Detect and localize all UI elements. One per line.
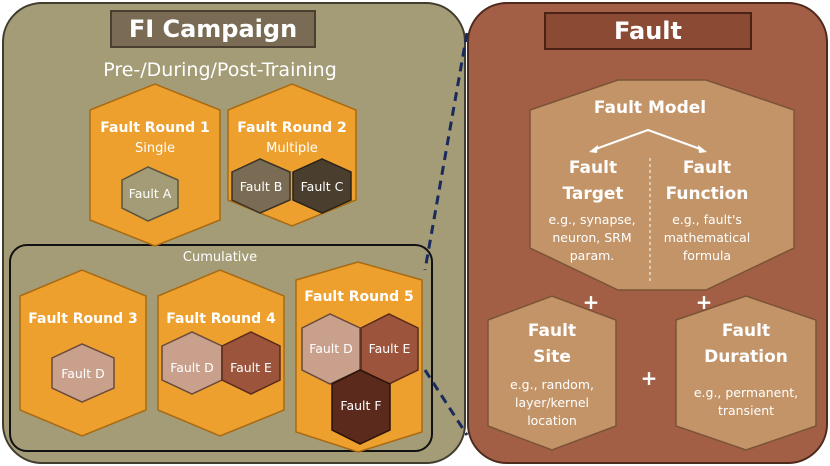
model-arrow: [592, 128, 704, 151]
fault-function-desc-3: formula: [682, 248, 732, 263]
fault-model-hex: [529, 79, 795, 291]
fault-site-desc-3: location: [527, 413, 577, 428]
fault-site-hex: [487, 295, 617, 451]
fault-duration-title-2: Duration: [704, 347, 788, 367]
round-1-title: Fault Round 1: [100, 120, 210, 136]
fault-target-desc-3: param.: [569, 248, 615, 263]
fault-e-hex-r4: [221, 331, 281, 395]
round-2-sub: Multiple: [266, 141, 318, 156]
round-1-hex: [89, 83, 221, 247]
fault-duration-title-1: Fault: [721, 321, 771, 341]
cumulative-box: [9, 244, 433, 452]
round-1-sub: Single: [135, 141, 175, 156]
fault-site-desc-1: e.g., random,: [510, 377, 594, 392]
fault-duration-desc-2: transient: [717, 403, 775, 418]
plus-sign-right: +: [695, 290, 713, 314]
fault-a-hex: [121, 166, 179, 222]
fault-duration-desc-1: e.g., permanent,: [693, 385, 799, 400]
model-arrow-head-right: [698, 145, 707, 153]
fault-site-desc-2: layer/kernel: [514, 395, 590, 410]
cumulative-label: Cumulative: [182, 250, 258, 265]
fault-b-hex: [231, 158, 291, 214]
connector-bottom: [423, 369, 469, 436]
round-4-title: Fault Round 4: [166, 311, 276, 327]
fault-c-hex: [292, 158, 352, 214]
fault-function-desc-1: e.g., fault's: [672, 212, 742, 227]
fi-campaign-title: FI Campaign: [110, 10, 316, 48]
plus-sign-middle: +: [640, 366, 658, 390]
fault-function-desc-2: mathematical: [663, 230, 751, 245]
fault-duration-hex: [675, 295, 817, 451]
model-arrow-head-left: [589, 145, 598, 153]
fault-model-title: Fault Model: [593, 98, 707, 118]
fault-c-label: Fault C: [300, 179, 344, 194]
fault-d-label-r3: Fault D: [61, 366, 105, 381]
fault-f-label-r5: Fault F: [340, 398, 382, 413]
round-5-title: Fault Round 5: [304, 289, 414, 305]
fault-function-title-2: Function: [665, 184, 749, 204]
fault-e-label-r5: Fault E: [368, 341, 411, 356]
fault-d-label-r5: Fault D: [309, 341, 353, 356]
fault-site-title-2: Site: [533, 347, 571, 367]
campaign-subtitle: Pre-/During/Post-Training: [103, 59, 337, 81]
plus-sign-left: +: [582, 290, 600, 314]
fault-f-hex-r5: [331, 369, 391, 445]
round-3-title: Fault Round 3: [28, 311, 138, 327]
round-2-title: Fault Round 2: [237, 120, 347, 136]
fault-target-title-1: Fault: [568, 158, 618, 178]
fault-target-desc-2: neuron, SRM: [552, 230, 632, 245]
fault-target-desc-1: e.g., synapse,: [548, 212, 636, 227]
fault-target-title-2: Target: [562, 184, 624, 204]
fault-site-title-1: Fault: [527, 321, 577, 341]
fault-a-label: Fault A: [128, 186, 172, 201]
connector-top: [423, 32, 469, 271]
fault-title: Fault: [544, 12, 752, 50]
fault-d-hex-r3: [51, 343, 115, 403]
fault-e-label-r4: Fault E: [230, 360, 272, 375]
fault-function-title-1: Fault: [682, 158, 732, 178]
fault-b-label: Fault B: [239, 179, 283, 194]
fault-d-label-r4: Fault D: [170, 360, 214, 375]
